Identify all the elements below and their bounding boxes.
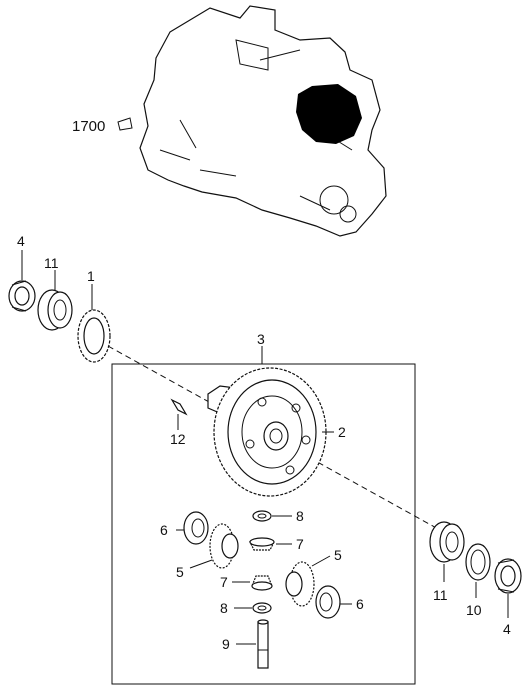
ring-gear-case (207, 367, 327, 497)
side-gear-left (209, 523, 239, 569)
assembly-axis-line (107, 345, 441, 531)
callout-pinion-washer-bottom: 8 (220, 600, 228, 616)
side-washer-right (315, 585, 341, 619)
callout-1700: 1700 (72, 118, 105, 135)
transaxle-dark-cover (296, 84, 362, 144)
pinion-gear-bottom (251, 575, 273, 591)
side-gear-right (285, 561, 315, 607)
leader-side-gear-left (189, 559, 213, 569)
bearing-cup-right (429, 521, 465, 563)
transaxle-case (117, 5, 387, 237)
speedometer-gear (77, 309, 111, 363)
callout-lock-pin: 12 (170, 431, 186, 447)
bearing-left (8, 280, 36, 312)
differential-assembly-frame (111, 363, 416, 685)
callout-pinion-washer-top: 8 (296, 508, 304, 524)
callout-pinion-gear-top: 7 (296, 536, 304, 552)
bearing-right (494, 558, 522, 594)
callout-bearing-right: 4 (503, 621, 511, 637)
shim-washer (465, 543, 491, 581)
callout-speedometer-gear: 1 (87, 268, 95, 284)
callout-shim: 10 (466, 602, 482, 618)
callout-bearing-cup-right: 11 (433, 587, 448, 603)
leader-side-gear-right (311, 555, 331, 567)
lock-pin (170, 398, 188, 416)
pinion-shaft (257, 619, 269, 669)
pinion-washer-bottom (252, 602, 272, 614)
callout-side-washer-right: 6 (356, 596, 364, 612)
callout-diff-assembly: 3 (257, 331, 265, 347)
callout-pinion-gear-bottom: 7 (220, 574, 228, 590)
bearing-cup-left (37, 289, 73, 331)
callout-bearing-cup-left: 11 (44, 255, 59, 271)
callout-side-gear-left: 5 (176, 564, 184, 580)
pinion-washer-top (252, 510, 272, 522)
callout-side-washer-left: 6 (160, 522, 168, 538)
side-washer-left (183, 511, 209, 545)
callout-pinion-shaft: 9 (222, 636, 230, 652)
callout-side-gear-right: 5 (334, 547, 342, 563)
pinion-gear-top (249, 537, 275, 551)
callout-ring-gear: 2 (338, 424, 346, 440)
callout-bearing-left: 4 (17, 233, 25, 249)
